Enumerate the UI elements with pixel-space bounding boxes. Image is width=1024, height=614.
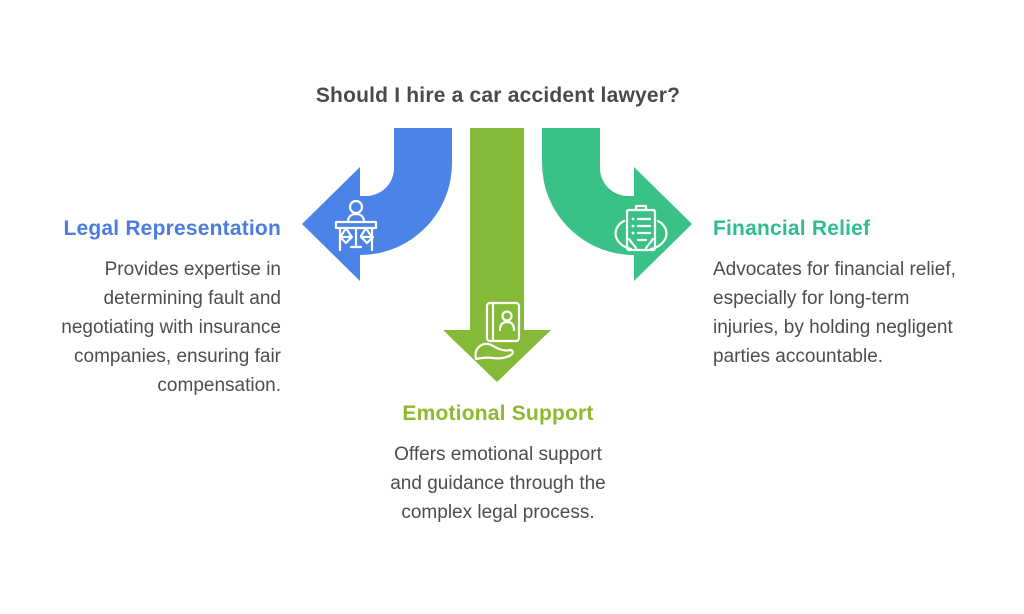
financial-arrow	[542, 128, 692, 281]
emotional-heading: Emotional Support	[402, 402, 594, 425]
judge-scales-icon	[334, 199, 378, 252]
financial-description: Advocates for financial relief, especial…	[713, 259, 956, 367]
hands-document-icon	[614, 204, 668, 252]
financial-heading: Financial Relief	[713, 217, 871, 240]
section-emotional-support: Emotional Support Offers emotional suppo…	[342, 401, 654, 527]
section-financial-relief: Financial Relief Advocates for financial…	[713, 216, 1024, 371]
legal-description: Provides expertise in determining fault …	[61, 259, 281, 396]
emotional-arrow	[443, 128, 551, 382]
hand-id-card-icon	[474, 301, 521, 361]
section-legal-representation: Legal Representation Provides expertise …	[0, 216, 281, 400]
legal-arrow	[302, 128, 452, 281]
emotional-description: Offers emotional support and guidance th…	[390, 444, 606, 523]
legal-heading: Legal Representation	[63, 217, 281, 240]
page-title: Should I hire a car accident lawyer?	[315, 84, 681, 107]
